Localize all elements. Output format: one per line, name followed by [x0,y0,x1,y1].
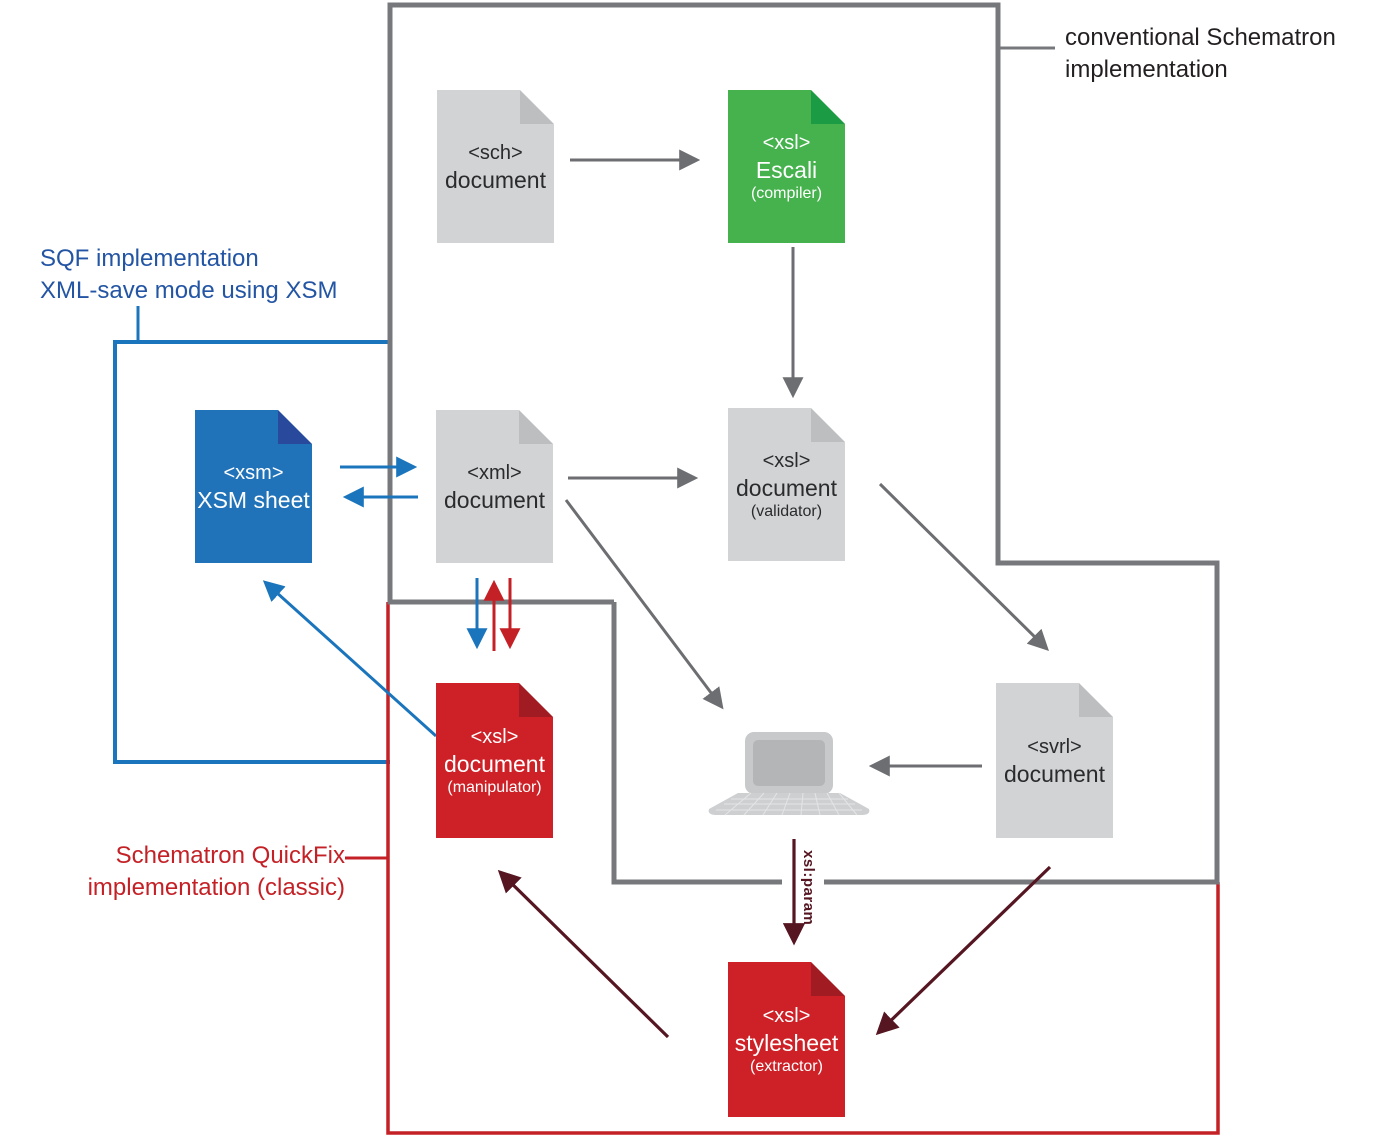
conventional-region-border [387,2,1220,885]
maroon-arrows [497,839,1052,1039]
doc-name: document [443,750,545,777]
arrow-validator-to-svrl [878,482,1049,651]
doc-tag: <xsm> [223,461,284,484]
sqf-region-border [113,306,390,764]
doc-sub: (extractor) [750,1057,823,1075]
manipulator-document-icon: <xsl> document (manipulator) [436,683,553,838]
sch-document-icon: <sch> document [437,90,554,243]
doc-tag: <xsl> [762,1004,811,1027]
conventional-label-line2: implementation [1065,56,1228,83]
doc-tag: <sch> [468,141,523,164]
arrow-extractor-to-manipulator [497,869,670,1039]
laptop-icon [708,732,870,816]
xsm-sheet-icon: <xsm> XSM sheet [195,410,312,563]
doc-tag: <xsl> [762,449,811,472]
sqf-region-label: SQF implementation XML-save mode using X… [40,243,337,307]
doc-name: document [444,166,546,193]
doc-name: XSM sheet [197,486,310,513]
svrl-document-icon: <svrl> document [996,683,1113,838]
validator-document-icon: <xsl> document (validator) [728,408,845,561]
doc-name: document [1003,760,1105,787]
doc-name: document [443,486,545,513]
extractor-stylesheet-icon: <xsl> stylesheet (extractor) [728,962,845,1117]
sqf-label-line1: SQF implementation [40,245,259,272]
doc-tag: <xsl> [470,725,519,748]
escali-compiler-icon: <xsl> Escali (compiler) [728,90,845,243]
arrow-manipulator-to-xsm [262,580,438,738]
doc-sub: (compiler) [750,184,823,202]
doc-name: document [735,474,837,501]
xml-document-icon: <xml> document [436,410,553,563]
doc-name: Escali [755,156,818,183]
blue-arrows [262,456,488,738]
doc-sub: (manipulator) [447,778,542,796]
xsl-param-arrow-label: xsl:param [800,850,817,926]
quickfix-label-line1: Schematron QuickFix [115,842,345,869]
arrow-xml-to-laptop [564,499,724,710]
doc-sub: (validator) [750,502,823,520]
conventional-label-line1: conventional Schematron [1065,24,1336,51]
arrow-svrl-to-extractor [875,865,1052,1036]
doc-tag: <xsl> [762,131,811,154]
sqf-label-line2: XML-save mode using XSM [40,277,338,304]
quickfix-label-line2: implementation (classic) [87,874,345,901]
doc-tag: <svrl> [1027,735,1082,758]
conventional-region-label: conventional Schematron implementation [1065,22,1336,86]
doc-tag: <xml> [467,461,522,484]
quickfix-region-label: Schematron QuickFix implementation (clas… [40,840,345,904]
quickfix-region-border [345,602,1220,1135]
gray-arrows [564,149,1049,777]
doc-name: stylesheet [734,1029,839,1056]
red-arrows [483,578,521,651]
